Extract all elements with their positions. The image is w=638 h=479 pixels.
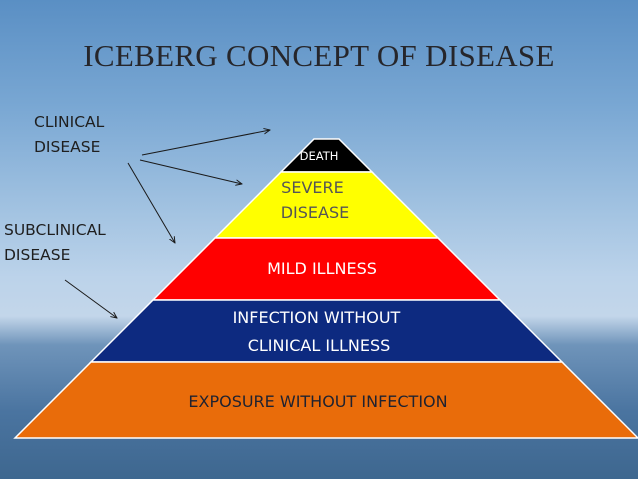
subclinical-disease-label: SUBCLINICAL DISEASE	[4, 218, 106, 268]
clinical-disease-label: CLINICAL DISEASE	[34, 110, 104, 160]
tier-infection-label: INFECTION WITHOUT CLINICAL ILLNESS	[233, 308, 406, 355]
arrow-to-mild	[127, 162, 175, 243]
tier-severe-label: SEVERE DISEASE	[281, 178, 350, 222]
arrow-to-death	[141, 130, 270, 156]
arrow-to-infection	[64, 279, 117, 318]
arrow-to-severe	[139, 159, 242, 184]
pyramid-tier-exposure	[13, 361, 638, 439]
tier-exposure-label: EXPOSURE WITHOUT INFECTION	[188, 392, 447, 411]
clinical-label-line-2: DISEASE	[34, 138, 101, 156]
subclinical-label-line-2: DISEASE	[4, 246, 71, 264]
subclinical-label-line-1: SUBCLINICAL	[4, 221, 106, 239]
tier-mild-label: MILD ILLNESS	[267, 259, 377, 278]
slide-title: ICEBERG CONCEPT OF DISEASE	[83, 38, 555, 73]
tier-death-label: DEATH	[300, 149, 339, 163]
clinical-label-line-1: CLINICAL	[34, 113, 105, 131]
